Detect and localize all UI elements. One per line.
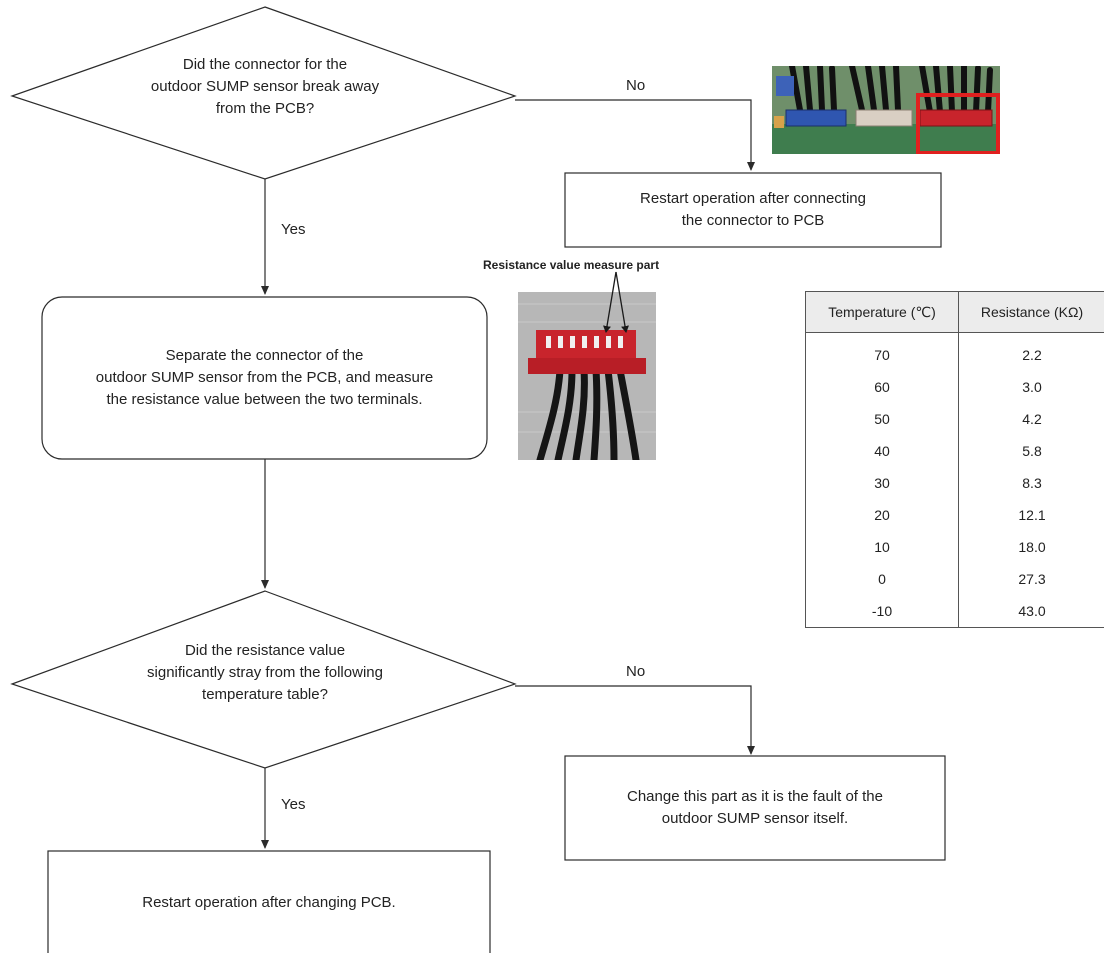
measure-line-2: outdoor SUMP sensor from the PCB, and me… xyxy=(95,369,434,386)
sensor-connector-photo xyxy=(518,292,656,460)
pcb-connector-image xyxy=(772,66,1000,154)
resistance-cell: 27.3 xyxy=(958,563,1104,595)
decision-1-line-3: from the PCB? xyxy=(215,100,315,117)
temperature-cell: -10 xyxy=(871,603,893,619)
reconnect-box xyxy=(564,172,942,248)
table-row: 10 18.0 xyxy=(806,531,1104,563)
resistance-cell: 8.3 xyxy=(958,467,1104,499)
sensor-connector-image xyxy=(518,292,656,460)
pcb-connector-photo xyxy=(772,66,1000,154)
resistance-cell: 4.2 xyxy=(958,403,1104,435)
temperature-cell: 40 xyxy=(874,443,890,459)
decision-2-text: Did the resistance value significantly s… xyxy=(115,640,415,706)
measure-line-3: the resistance value between the two ter… xyxy=(106,391,423,408)
temperature-cell: 70 xyxy=(874,347,890,363)
temperature-cell: 10 xyxy=(874,539,890,555)
reconnect-line-2: the connector to PCB xyxy=(681,212,825,229)
highlight-frame xyxy=(916,93,1000,154)
change-pcb-text: Restart operation after changing PCB. xyxy=(142,894,396,911)
no-connector-2 xyxy=(515,685,755,755)
decision-1-no-label: No xyxy=(626,77,646,94)
reconnect-line-1: Restart operation after connecting xyxy=(640,190,866,207)
resistance-header: Resistance (KΩ) xyxy=(958,291,1104,333)
resistance-cell: 18.0 xyxy=(958,531,1104,563)
decision-1-yes-label: Yes xyxy=(281,221,306,238)
temperature-cell: 50 xyxy=(874,411,890,427)
no-connector-1 xyxy=(515,99,755,171)
resistance-cell: 12.1 xyxy=(958,499,1104,531)
resistance-cell: 2.2 xyxy=(958,332,1104,371)
change-part-text: Change this part as it is the fault of t… xyxy=(565,756,945,860)
change-part-box xyxy=(564,755,946,861)
photo-caption: Resistance value measure part xyxy=(483,258,660,272)
measure-text: Separate the connector of the outdoor SU… xyxy=(42,297,487,459)
change-part-line-2: outdoor SUMP sensor itself. xyxy=(661,810,849,827)
decision-2-line-2: significantly stray from the following xyxy=(147,664,383,681)
decision-2-yes-label: Yes xyxy=(281,796,306,813)
table-row: 20 12.1 xyxy=(806,499,1104,531)
decision-1-line-2: outdoor SUMP sensor break away xyxy=(150,78,380,95)
decision-2-line-1: Did the resistance value xyxy=(184,642,346,659)
decision-2-line-3: temperature table? xyxy=(202,686,328,703)
measure-line-1: Separate the connector of the xyxy=(165,347,364,364)
resistance-cell: 43.0 xyxy=(958,595,1104,628)
table-header-row: Temperature (℃) Resistance (KΩ) xyxy=(805,291,1104,333)
decision-1-line-1: Did the connector for the xyxy=(182,56,348,73)
reconnect-text: Restart operation after connecting the c… xyxy=(565,173,941,247)
decision-2-no-label: No xyxy=(626,663,646,680)
resistance-cell: 5.8 xyxy=(958,435,1104,467)
measure-point-arrows xyxy=(603,271,629,333)
temperature-header: Temperature (℃) xyxy=(805,291,959,333)
change-part-line-1: Change this part as it is the fault of t… xyxy=(627,788,883,805)
temperature-cell: 0 xyxy=(878,571,886,587)
temperature-cell: 20 xyxy=(874,507,890,523)
change-pcb-box xyxy=(47,850,491,953)
temperature-cell: 30 xyxy=(874,475,890,491)
resistance-cell: 3.0 xyxy=(958,371,1104,403)
table-row: -10 43.0 xyxy=(806,595,1104,628)
decision-1-text: Did the connector for the outdoor SUMP s… xyxy=(115,54,415,120)
temperature-cell: 60 xyxy=(874,379,890,395)
